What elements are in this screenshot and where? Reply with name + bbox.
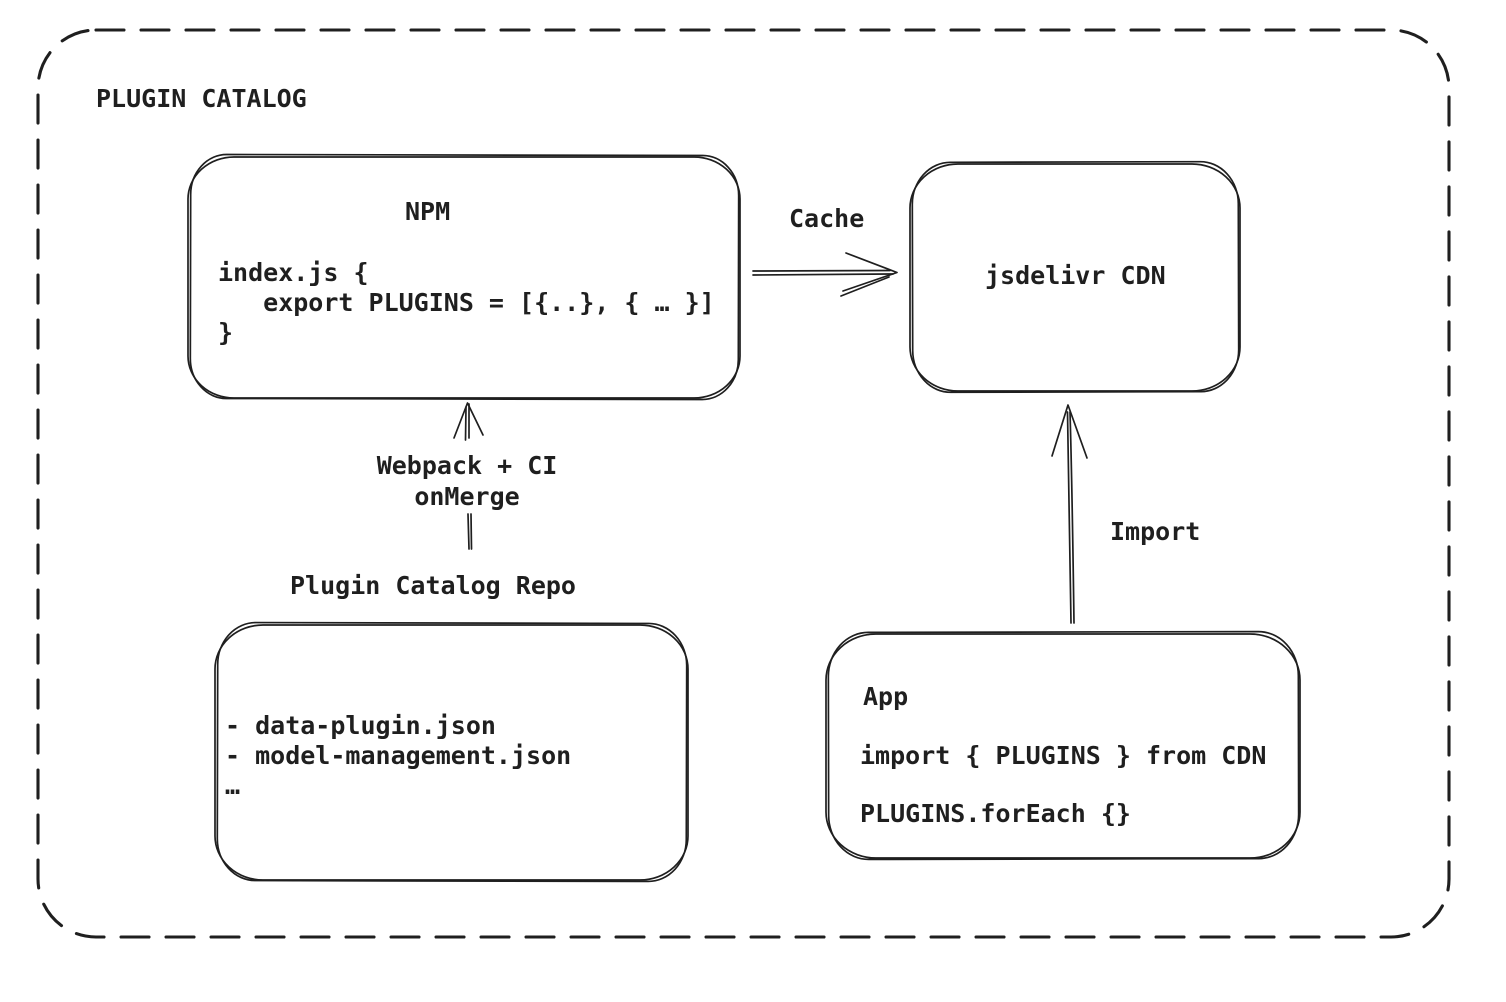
app-foreach-line: PLUGINS.forEach {}	[860, 799, 1131, 828]
cdn-box-outline	[909, 160, 1241, 394]
repo-file-list: - data-plugin.json - model-management.js…	[225, 711, 572, 800]
diagram-title: PLUGIN CATALOG	[96, 84, 307, 113]
build-arrow-label: Webpack + CI onMerge	[376, 451, 558, 511]
build-arrow	[453, 402, 484, 441]
cdn-box-title: jsdelivr CDN	[985, 261, 1166, 290]
import-arrow	[1051, 404, 1088, 624]
app-import-line: import { PLUGINS } from CDN	[860, 741, 1267, 770]
app-box-title: App	[863, 682, 909, 711]
repo-box-outline	[214, 621, 689, 883]
npm-box-outline	[187, 153, 741, 401]
app-box-outline	[825, 630, 1301, 861]
cache-arrow	[752, 252, 898, 297]
import-arrow-label: Import	[1110, 517, 1201, 546]
npm-box-title: NPM	[405, 197, 451, 226]
build-arrow-tail	[467, 513, 473, 550]
catalog-boundary-border	[36, 28, 1451, 939]
repo-box-label: Plugin Catalog Repo	[290, 571, 576, 600]
npm-code-snippet: index.js { export PLUGINS = [{..}, { … }…	[218, 258, 715, 347]
cache-arrow-label: Cache	[789, 204, 865, 233]
